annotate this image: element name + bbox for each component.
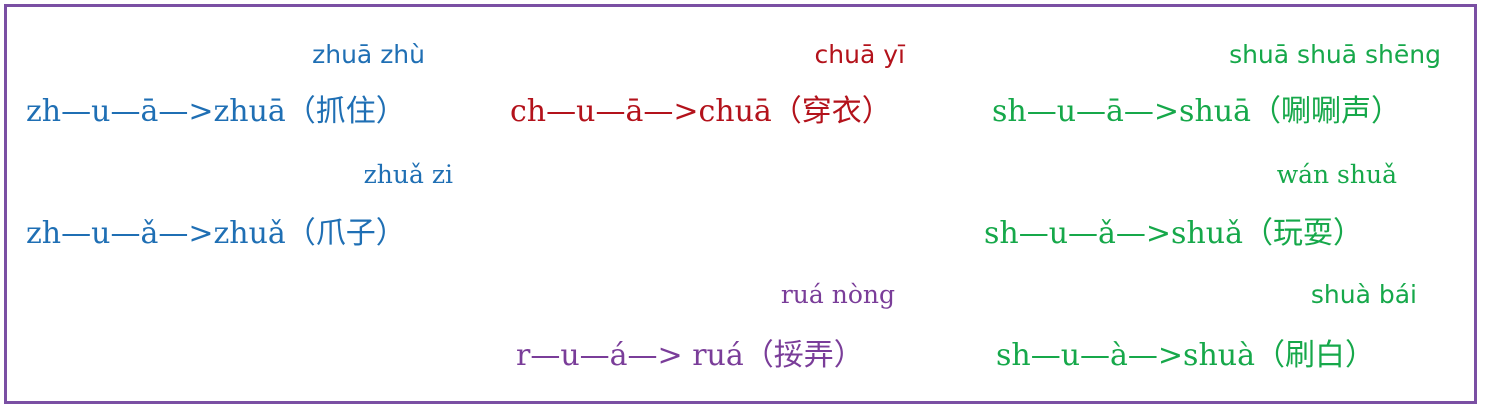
formula-wan-shua: sh—u—ǎ—>shuǎ（玩耍） (984, 216, 1363, 251)
pinyin-shua-bai: shuà bái (1310, 280, 1417, 309)
pinyin-wan-shua: wán shuǎ (1276, 160, 1397, 189)
formula-zhua-zi: zh—u—ǎ—>zhuǎ（爪子） (26, 216, 406, 251)
formula-zhua-zhu: zh—u—ā—>zhuā（抓住） (26, 94, 406, 129)
formula-rua-nong: r—u—á—> ruá（挼弄） (516, 338, 864, 373)
pinyin-zhua-zhu: zhuā zhù (312, 40, 425, 69)
formula-shua-shua-sheng: sh—u—ā—>shuā（唰唰声） (992, 94, 1401, 129)
pinyin-chua-yi: chuā yī (814, 40, 905, 69)
formula-chua-yi: ch—u—ā—>chuā（穿衣） (510, 94, 892, 129)
pinyin-zhua-zi: zhuǎ zi (363, 160, 453, 189)
pinyin-shua-shua-sheng: shuā shuā shēng (1229, 40, 1441, 69)
formula-shua-bai: sh—u—à—>shuà（刷白） (996, 338, 1375, 373)
pinyin-rua-nong: ruá nòng (780, 280, 895, 309)
content-frame (4, 4, 1477, 404)
